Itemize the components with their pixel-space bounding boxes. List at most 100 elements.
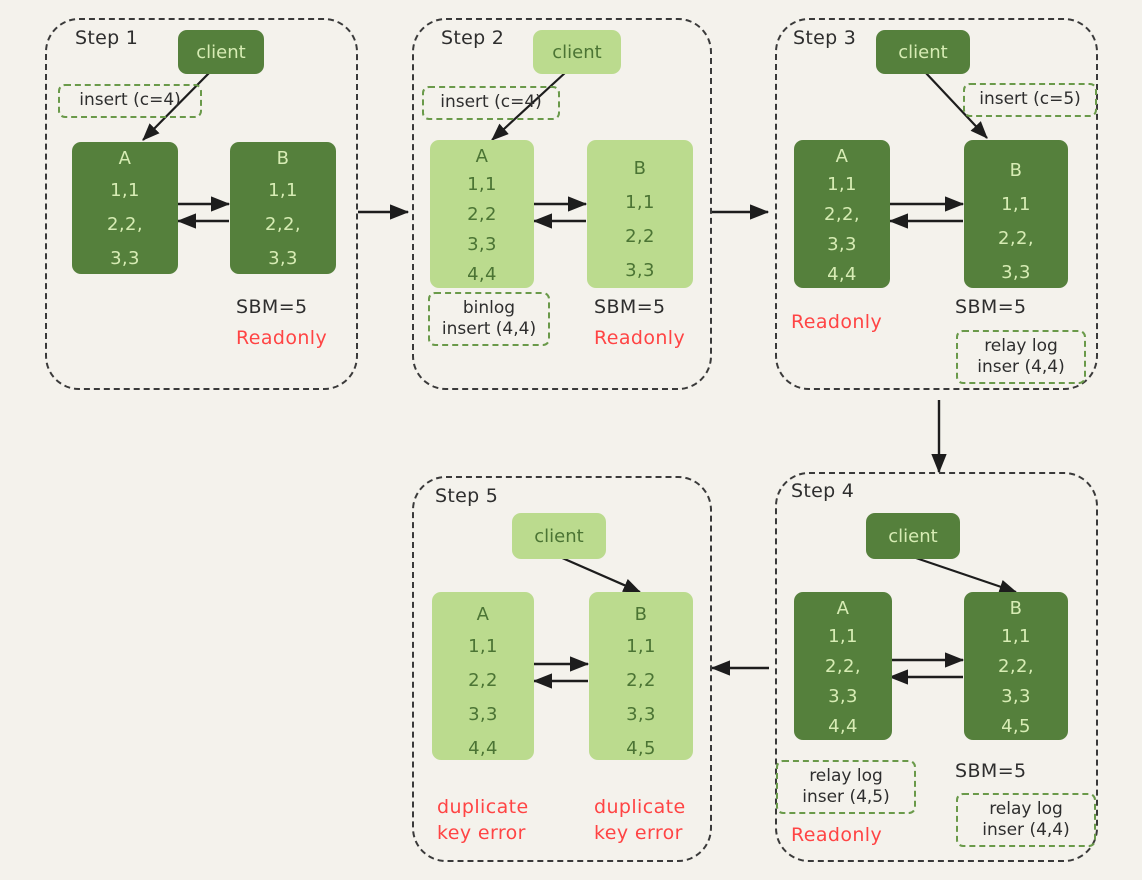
- step-2-node-a-row-0: 1,1: [467, 174, 497, 195]
- step-4-node-a: A 1,1 2,2, 3,3 4,4: [794, 592, 892, 740]
- step-5-client-box: client: [512, 513, 606, 559]
- step-1-node-a-row-2: 3,3: [110, 248, 140, 269]
- step-4-node-b-row-2: 3,3: [1001, 686, 1031, 707]
- step-2-node-b: B 1,1 2,2 3,3: [587, 140, 693, 288]
- step-1-client-box: client: [178, 30, 264, 74]
- step-1-insert-tag: insert (c=4): [58, 84, 202, 118]
- step-3-title: Step 3: [793, 27, 857, 49]
- step-2-node-a-row-2: 3,3: [467, 234, 497, 255]
- step-5-node-b-row-3: 4,5: [626, 738, 656, 759]
- step-3-relay-line-0: relay log: [984, 335, 1058, 356]
- step-4-relay-b-line-0: relay log: [989, 798, 1063, 819]
- step-2-insert-tag: insert (c=4): [422, 86, 560, 120]
- step-5-node-b: B 1,1 2,2 3,3 4,5: [589, 592, 693, 760]
- panel-step-5: [412, 476, 712, 862]
- step-1-node-a-row-1: 2,2,: [107, 214, 143, 235]
- step-5-node-b-row-2: 3,3: [626, 704, 656, 725]
- step-1-title: Step 1: [75, 27, 139, 49]
- step-2-readonly-label: Readonly: [594, 327, 686, 349]
- step-5-node-b-name: B: [634, 604, 648, 625]
- step-2-node-b-row-1: 2,2: [625, 226, 655, 247]
- step-5-error-b: duplicate key error: [594, 795, 686, 846]
- step-5-error-b-line-0: duplicate: [594, 796, 686, 818]
- step-2-node-a-row-3: 4,4: [467, 264, 497, 285]
- step-4-relay-b-line-1: inser (4,4): [982, 820, 1070, 840]
- step-4-relay-a-line-0: relay log: [809, 765, 883, 786]
- step-4-node-a-row-3: 4,4: [828, 716, 858, 737]
- step-2-node-b-row-2: 3,3: [625, 260, 655, 281]
- step-2-node-a-name: A: [475, 146, 489, 167]
- step-4-node-b-row-3: 4,5: [1001, 716, 1031, 737]
- step-5-node-a: A 1,1 2,2 3,3 4,4: [432, 592, 534, 760]
- step-2-node-b-row-0: 1,1: [625, 192, 655, 213]
- step-3-node-a-row-0: 1,1: [827, 174, 857, 195]
- step-4-relay-tag-b: relay log inser (4,4): [956, 793, 1096, 847]
- step-5-node-b-row-1: 2,2: [626, 670, 656, 691]
- step-4-node-b-row-1: 2,2,: [998, 656, 1034, 677]
- step-2-binlog-line-0: binlog: [462, 297, 516, 318]
- step-1-sbm-label: SBM=5: [236, 296, 308, 318]
- step-2-node-a: A 1,1 2,2 3,3 4,4: [430, 140, 534, 288]
- panel-step-1: [45, 18, 358, 390]
- step-4-node-a-row-1: 2,2,: [825, 656, 861, 677]
- step-3-node-b-row-0: 1,1: [1001, 194, 1031, 215]
- step-3-readonly-label: Readonly: [791, 311, 883, 333]
- step-4-title: Step 4: [791, 480, 855, 502]
- step-3-node-b-name: B: [1009, 160, 1023, 181]
- step-4-node-a-row-2: 3,3: [828, 686, 858, 707]
- step-3-node-a: A 1,1 2,2, 3,3 4,4: [794, 140, 890, 288]
- step-1-node-b-row-0: 1,1: [268, 180, 298, 201]
- step-1-readonly-label: Readonly: [236, 327, 328, 349]
- step-2-sbm-label: SBM=5: [594, 296, 666, 318]
- step-3-node-a-name: A: [835, 146, 849, 167]
- step-3-sbm-label: SBM=5: [955, 296, 1027, 318]
- step-2-title: Step 2: [441, 27, 505, 49]
- step-4-node-a-name: A: [836, 598, 850, 619]
- step-3-relay-tag: relay log inser (4,4): [956, 330, 1086, 384]
- step-4-node-b-name: B: [1009, 598, 1023, 619]
- step-4-node-b-row-0: 1,1: [1001, 626, 1031, 647]
- panel-step-4: [775, 472, 1098, 862]
- step-5-node-a-row-2: 3,3: [468, 704, 498, 725]
- step-3-node-b-row-2: 3,3: [1001, 262, 1031, 283]
- step-3-node-a-row-3: 4,4: [827, 264, 857, 285]
- step-4-sbm-label: SBM=5: [955, 760, 1027, 782]
- step-1-node-a-name: A: [118, 148, 132, 169]
- step-5-node-a-row-0: 1,1: [468, 636, 498, 657]
- step-5-node-a-row-1: 2,2: [468, 670, 498, 691]
- step-3-node-b-row-1: 2,2,: [998, 228, 1034, 249]
- step-2-binlog-line-1: insert (4,4): [441, 319, 537, 339]
- step-4-client-box: client: [866, 513, 960, 559]
- step-3-node-a-row-2: 3,3: [827, 234, 857, 255]
- step-5-error-a: duplicate key error: [437, 795, 529, 846]
- step-1-node-b: B 1,1 2,2, 3,3: [230, 142, 336, 274]
- panel-step-3: [775, 18, 1098, 390]
- step-1-node-a-row-0: 1,1: [110, 180, 140, 201]
- step-3-insert-text: insert (c=5): [979, 89, 1081, 110]
- step-2-binlog-tag: binlog insert (4,4): [428, 292, 550, 346]
- step-2-node-a-row-1: 2,2: [467, 204, 497, 225]
- step-1-node-b-name: B: [276, 148, 290, 169]
- step-3-node-b: B 1,1 2,2, 3,3: [964, 140, 1068, 288]
- step-4-relay-a-line-1: inser (4,5): [802, 787, 890, 807]
- step-5-title: Step 5: [435, 485, 499, 507]
- step-1-insert-text: insert (c=4): [79, 90, 181, 111]
- step-4-node-b: B 1,1 2,2, 3,3 4,5: [964, 592, 1068, 740]
- step-5-node-a-name: A: [476, 604, 490, 625]
- step-4-readonly-label: Readonly: [791, 824, 883, 846]
- step-3-insert-tag: insert (c=5): [963, 83, 1097, 117]
- step-5-error-a-line-0: duplicate: [437, 796, 529, 818]
- step-5-node-a-row-3: 4,4: [468, 738, 498, 759]
- step-1-node-b-row-1: 2,2,: [265, 214, 301, 235]
- step-5-error-b-line-1: key error: [594, 821, 683, 844]
- step-1-node-b-row-2: 3,3: [268, 248, 298, 269]
- step-5-node-b-row-0: 1,1: [626, 636, 656, 657]
- step-3-relay-line-1: inser (4,4): [977, 357, 1065, 377]
- step-4-relay-tag-a: relay log inser (4,5): [776, 760, 916, 814]
- step-3-client-box: client: [876, 30, 970, 74]
- step-4-node-a-row-0: 1,1: [828, 626, 858, 647]
- step-2-client-box: client: [533, 30, 621, 74]
- step-5-error-a-line-1: key error: [437, 821, 526, 844]
- step-1-node-a: A 1,1 2,2, 3,3: [72, 142, 178, 274]
